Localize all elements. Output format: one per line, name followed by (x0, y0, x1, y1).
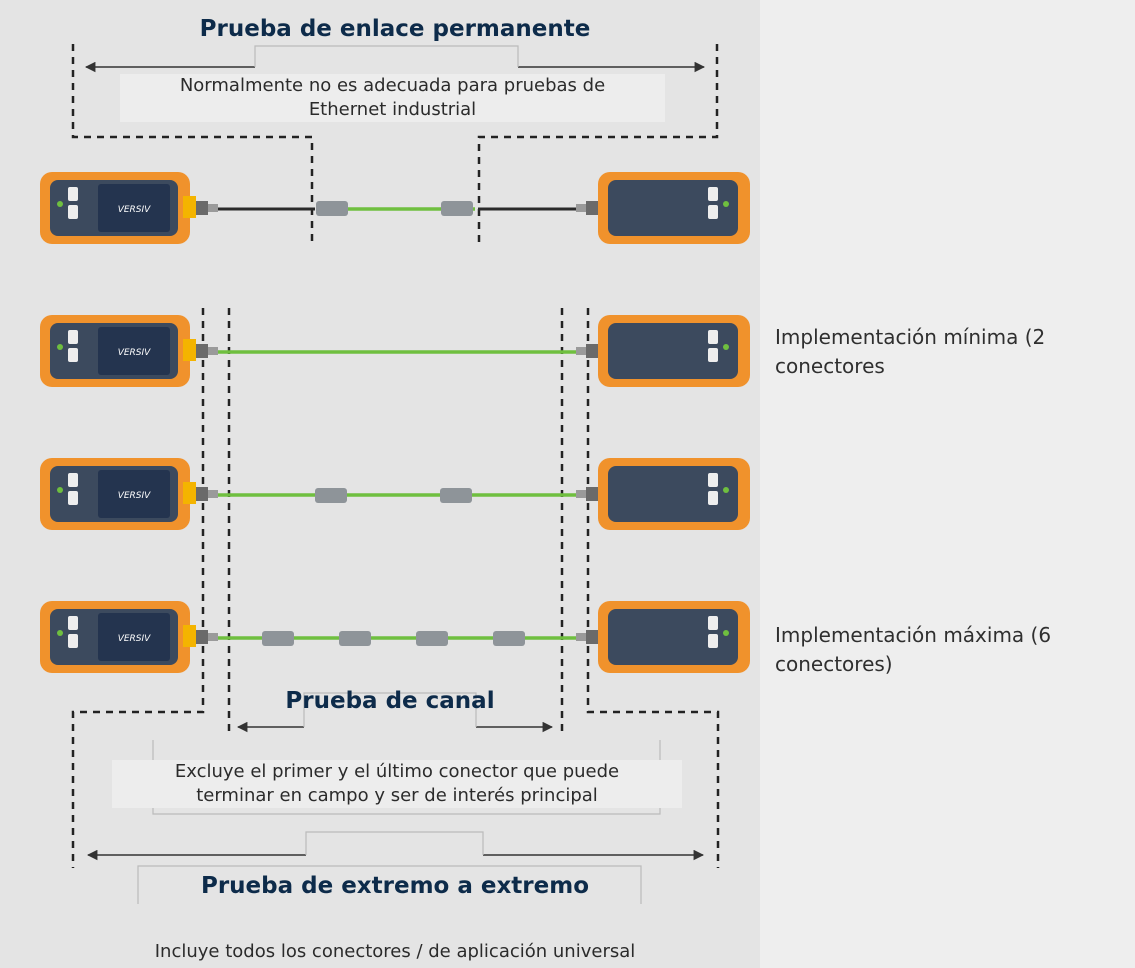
channel-desc-line2: terminar en campo y ser de interés princ… (196, 785, 598, 806)
permanent-link-desc-line2: Ethernet industrial (308, 99, 477, 120)
end-to-end-description: Incluye todos los conectores / de aplica… (154, 941, 636, 962)
device-left-3: VERSIV (40, 458, 218, 530)
max-implementation-label: Implementación máxima (6 conectores) (775, 621, 1125, 679)
channel-desc-line1: Excluye el primer y el último conector q… (174, 761, 620, 782)
permanent-link-title: Prueba de enlace permanente (199, 16, 591, 42)
side-background (760, 0, 1135, 968)
device-right-3 (576, 458, 750, 530)
connector (440, 488, 472, 503)
permanent-link-bracket (71, 44, 719, 242)
device-right-2 (576, 315, 750, 387)
cable-row-mid (208, 488, 585, 503)
channel-description: Excluye el primer y el último conector q… (112, 760, 682, 808)
device-left-4: VERSIV (40, 601, 218, 673)
min-impl-line2: conectores (775, 354, 885, 378)
end-to-end-title: Prueba de extremo a extremo (200, 873, 590, 899)
end-to-end-bracket (71, 308, 720, 868)
end-to-end-box (137, 831, 642, 904)
connector (441, 201, 473, 216)
connector (416, 631, 448, 646)
cable-row-max (208, 631, 585, 646)
min-implementation-label: Implementación mínima (2 conectores (775, 323, 1125, 381)
svg-text:VERSIV: VERSIV (118, 634, 151, 644)
max-impl-line1: Implementación máxima (6 (775, 623, 1052, 647)
min-impl-line1: Implementación mínima (2 (775, 325, 1046, 349)
svg-text:VERSIV: VERSIV (118, 205, 151, 215)
device-right-1 (576, 172, 750, 244)
device-left-1: VERSIV (40, 172, 218, 244)
cable-row-permanent (205, 201, 588, 216)
svg-text:VERSIV: VERSIV (118, 491, 151, 501)
connector (339, 631, 371, 646)
permanent-link-description: Normalmente no es adecuada para pruebas … (120, 74, 665, 122)
connector (262, 631, 294, 646)
connector (315, 488, 347, 503)
permanent-link-desc-line1: Normalmente no es adecuada para pruebas … (179, 75, 606, 96)
channel-bracket (227, 308, 564, 733)
connector (493, 631, 525, 646)
device-right-4 (576, 601, 750, 673)
max-impl-line2: conectores) (775, 652, 893, 676)
connector (316, 201, 348, 216)
channel-title: Prueba de canal (285, 688, 495, 714)
svg-text:VERSIV: VERSIV (118, 348, 151, 358)
device-left-2: VERSIV (40, 315, 218, 387)
